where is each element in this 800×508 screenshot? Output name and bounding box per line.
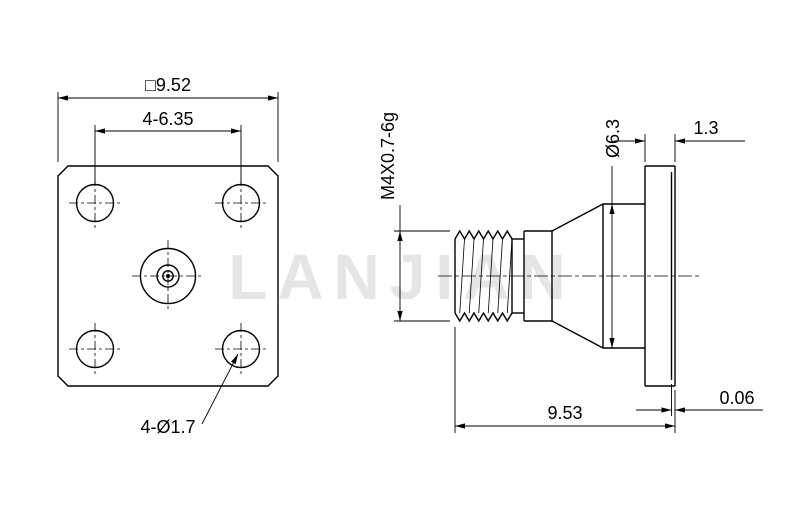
front-view: □9.52 4-6.35 4-Ø1.7 [57, 75, 279, 437]
hole-diameter-label: 4-Ø1.7 [140, 417, 195, 437]
dimension-body-diameter: Ø6.3 [603, 119, 623, 348]
flange-front-outline [57, 165, 279, 387]
overall-length-label: 9.53 [547, 403, 582, 423]
center-contact-circles [132, 240, 204, 312]
dimension-hole-spacing: 4-6.35 [94, 109, 242, 186]
body-diameter-label: Ø6.3 [603, 119, 623, 158]
dimension-square-9-52: □9.52 [57, 75, 279, 162]
hole-spacing-label: 4-6.35 [142, 109, 193, 129]
square-dim-label: □9.52 [145, 75, 191, 95]
thread-spec-label: M4X0.7-6g [378, 112, 398, 200]
dimension-flange-thickness: 1.3 [614, 118, 745, 162]
dimension-thread-spec: M4X0.7-6g [378, 112, 450, 322]
step-label: 0.06 [719, 388, 754, 408]
dimension-hole-diameter: 4-Ø1.7 [140, 353, 239, 437]
dimension-overall-length: 9.53 [454, 327, 676, 433]
side-view: M4X0.7-6g Ø6.3 1.3 9.53 [378, 112, 763, 433]
dimension-step: 0.06 [636, 384, 763, 416]
body-profile [511, 203, 645, 349]
flange-thickness-label: 1.3 [693, 118, 718, 138]
